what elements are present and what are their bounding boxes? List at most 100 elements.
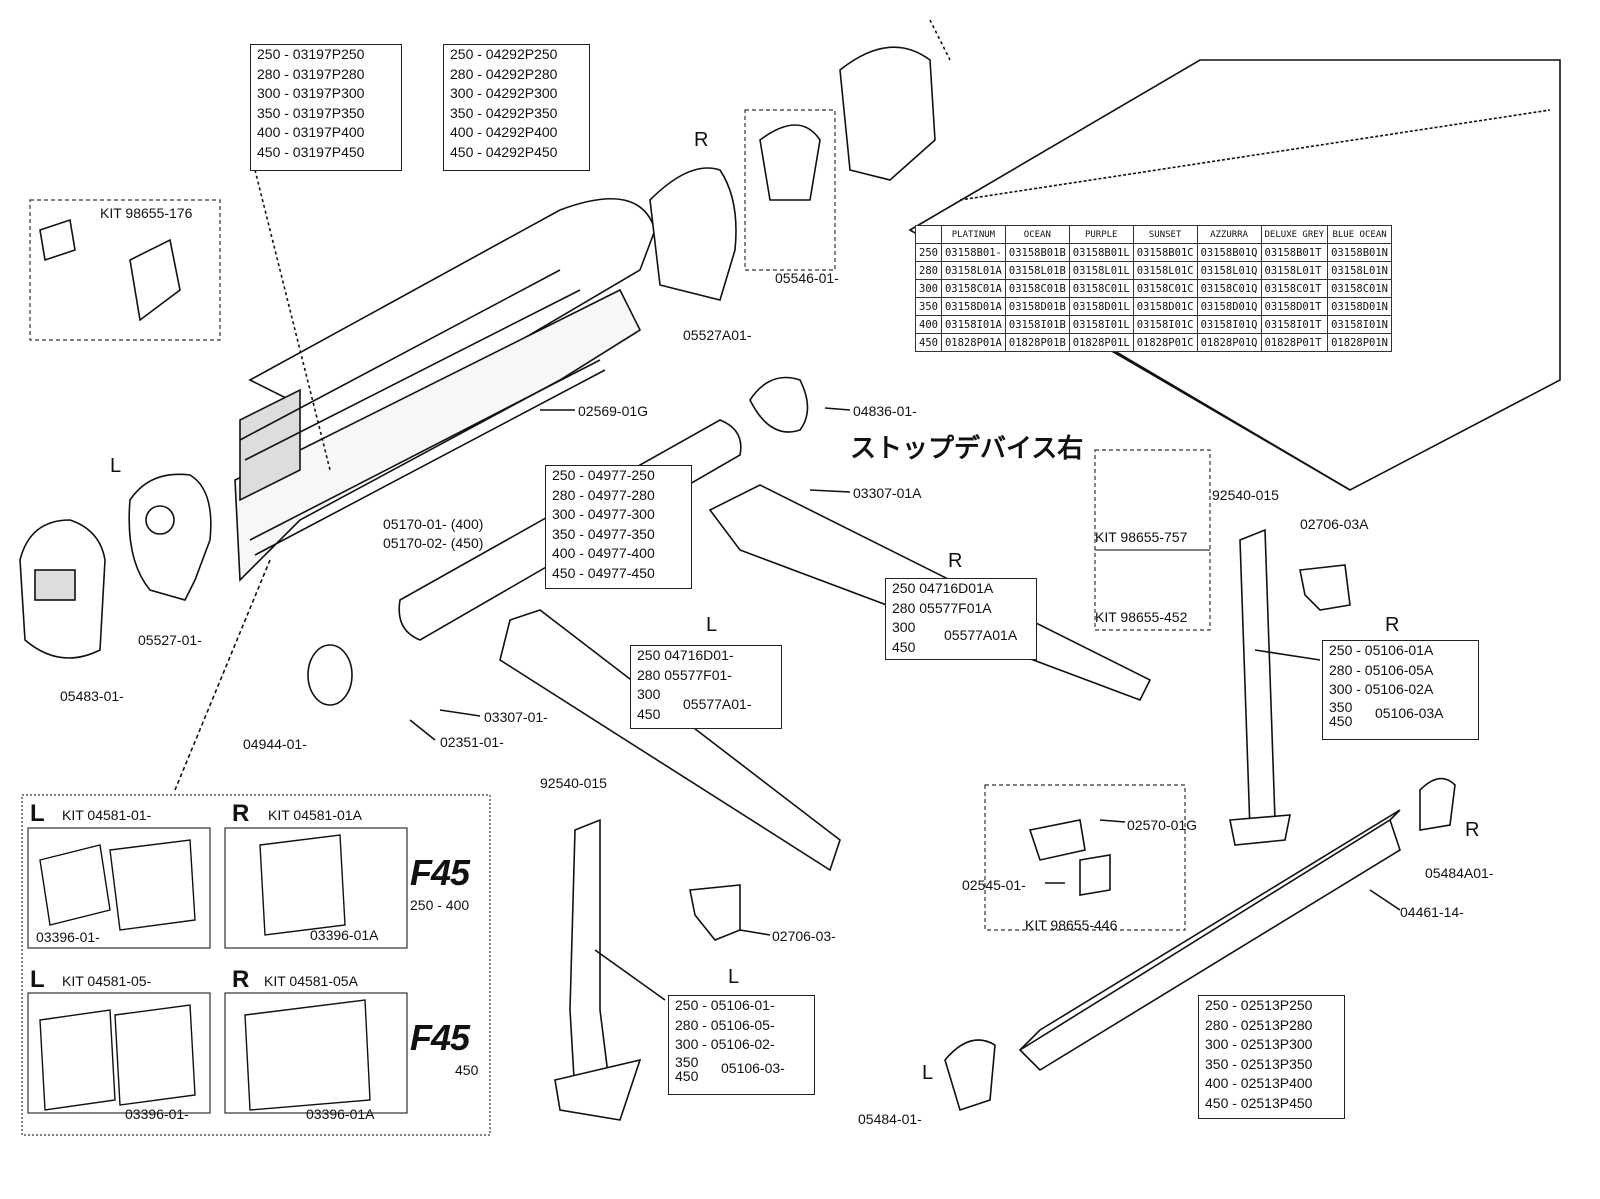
table-cell: 03158L01T (1260, 261, 1329, 280)
part-92540-r: 92540-015 (1212, 487, 1279, 503)
table-cell: 350 (915, 297, 942, 316)
part-05546: 05546-01- (775, 270, 839, 286)
table-cell: 03158D01C (1132, 297, 1198, 316)
box-row: 300 - 03197P300 (257, 85, 365, 101)
table-cell: 03158C01B (1004, 279, 1070, 298)
box-row: 250 - 05106-01A (1329, 642, 1434, 658)
box-top-left: 250 - 03197P250 280 - 03197P280 300 - 03… (250, 44, 402, 171)
box-bracket: 05106-03- (721, 1060, 785, 1076)
kit1-part: 03396-01- (36, 929, 100, 945)
table-header: SUNSET (1132, 225, 1198, 244)
table-cell: 03158C01C (1132, 279, 1198, 298)
table-cell: 01828P01Q (1196, 333, 1262, 352)
table-cell: 03158I01B (1004, 315, 1070, 334)
cassette-lower (234, 288, 642, 582)
box-row: 450 - 02513P450 (1205, 1094, 1313, 1111)
part-05484: 05484-01- (858, 1111, 922, 1127)
box-row: 350 (675, 1053, 699, 1070)
table-header: BLUE OCEAN (1327, 225, 1393, 244)
table-cell: 300 (915, 279, 942, 298)
table-cell: 03158C01A (940, 279, 1006, 298)
box-row: 400 - 02513P400 (1205, 1075, 1313, 1091)
table-header: PURPLE (1068, 225, 1134, 244)
table-header: OCEAN (1004, 225, 1070, 244)
kit4-side: R (232, 966, 250, 993)
box-row: 450 (675, 1067, 699, 1084)
box-row: 280 - 02513P280 (1205, 1016, 1313, 1033)
table-cell: 03158L01Q (1196, 261, 1262, 280)
box-row: 350 - 04292P350 (450, 104, 558, 121)
box-bracket: 05106-03A (1375, 705, 1444, 721)
box-row: 250 - 03197P250 (257, 46, 365, 62)
brand-a-size: 250 - 400 (410, 897, 470, 913)
table-cell: 03158L01C (1132, 261, 1198, 280)
box-row: 280 - 03197P280 (257, 65, 365, 82)
table-cell: 03158I01C (1132, 315, 1198, 334)
box-row: 250 - 04292P250 (450, 46, 558, 62)
leg-left (569, 818, 611, 1096)
table-cell: 03158D01B (1004, 297, 1070, 316)
box-row: 400 - 04977-400 (552, 545, 655, 561)
table-cell: 03158I01Q (1196, 315, 1262, 334)
kit1-side: L (30, 800, 45, 827)
kit-top-label: KIT 98655-176 (100, 205, 193, 221)
box-row: 280 - 05106-05- (675, 1016, 775, 1033)
box-row: 450 - 03197P450 (257, 143, 365, 160)
cassette-body (248, 198, 656, 472)
box-row: 280 05577F01- (637, 666, 732, 683)
box-bracket: 05577A01A (944, 627, 1018, 643)
box-arm-r: 250 04716D01A 280 05577F01A 300 450 0557… (885, 578, 1037, 660)
part-02706: 02706-03- (772, 928, 836, 944)
box-row: 450 (1329, 712, 1353, 729)
part-03307a: 03307-01A (853, 485, 922, 501)
box-row: 350 (1329, 698, 1353, 715)
brand-f45-b: F45 (410, 1017, 470, 1058)
table-cell: 280 (915, 261, 942, 280)
kit-757: KIT 98655-757 (1095, 529, 1188, 545)
table-cell: 03158I01L (1068, 315, 1134, 334)
box-bracket: 05577A01- (683, 696, 752, 712)
box-leg-l: 250 - 05106-01- 280 - 05106-05- 300 - 05… (668, 995, 815, 1095)
box-row: 450 (637, 705, 661, 722)
kit2-title: KIT 04581-01A (268, 807, 362, 823)
box-row: 450 (892, 638, 916, 655)
box-row: 300 - 04977-300 (552, 506, 655, 522)
box-row: 280 - 04292P280 (450, 65, 558, 82)
box-tube: 250 - 04977-250 280 - 04977-280 300 - 04… (545, 465, 692, 589)
box-row: 250 04716D01A (892, 580, 994, 596)
table-cell: 01828P01L (1068, 333, 1134, 352)
kit-446: KIT 98655-446 (1025, 917, 1118, 933)
box-row: 300 (637, 686, 661, 702)
part-04461: 04461-14- (1400, 904, 1464, 920)
end-cap-left (128, 473, 212, 601)
part-05170b: 05170-02- (450) (383, 535, 484, 551)
side-r-top: R (694, 129, 709, 151)
table-cell: 03158C01T (1260, 279, 1329, 298)
box-row: 350 - 03197P350 (257, 104, 365, 121)
table-cell: 03158D01L (1068, 297, 1134, 316)
box-row: 450 - 04292P450 (450, 143, 558, 160)
brand-f45-a: F45 (410, 852, 470, 893)
part-05484a: 05484A01- (1425, 865, 1494, 881)
box-row: 300 - 04292P300 (450, 85, 558, 101)
box-row: 300 - 05106-02- (675, 1036, 775, 1052)
table-cell: 01828P01B (1004, 333, 1070, 352)
box-rail: 250 - 02513P250 280 - 02513P280 300 - 02… (1198, 995, 1345, 1119)
end-cap-right (649, 167, 737, 301)
arm-l-side: L (706, 614, 718, 636)
box-row: 350 - 02513P350 (1205, 1055, 1313, 1072)
part-02570: 02570-01G (1127, 817, 1198, 833)
kit3-part: 03396-01- (125, 1106, 189, 1122)
part-02569: 02569-01G (578, 403, 649, 419)
box-row: 280 - 05106-05A (1329, 661, 1434, 678)
table-cell: 03158L01A (940, 261, 1006, 280)
table-cell: 01828P01N (1327, 333, 1393, 352)
side-l-end: L (922, 1062, 934, 1084)
table-cell: 03158C01L (1068, 279, 1134, 298)
table-header (915, 225, 942, 244)
kit-452: KIT 98655-452 (1095, 609, 1188, 625)
